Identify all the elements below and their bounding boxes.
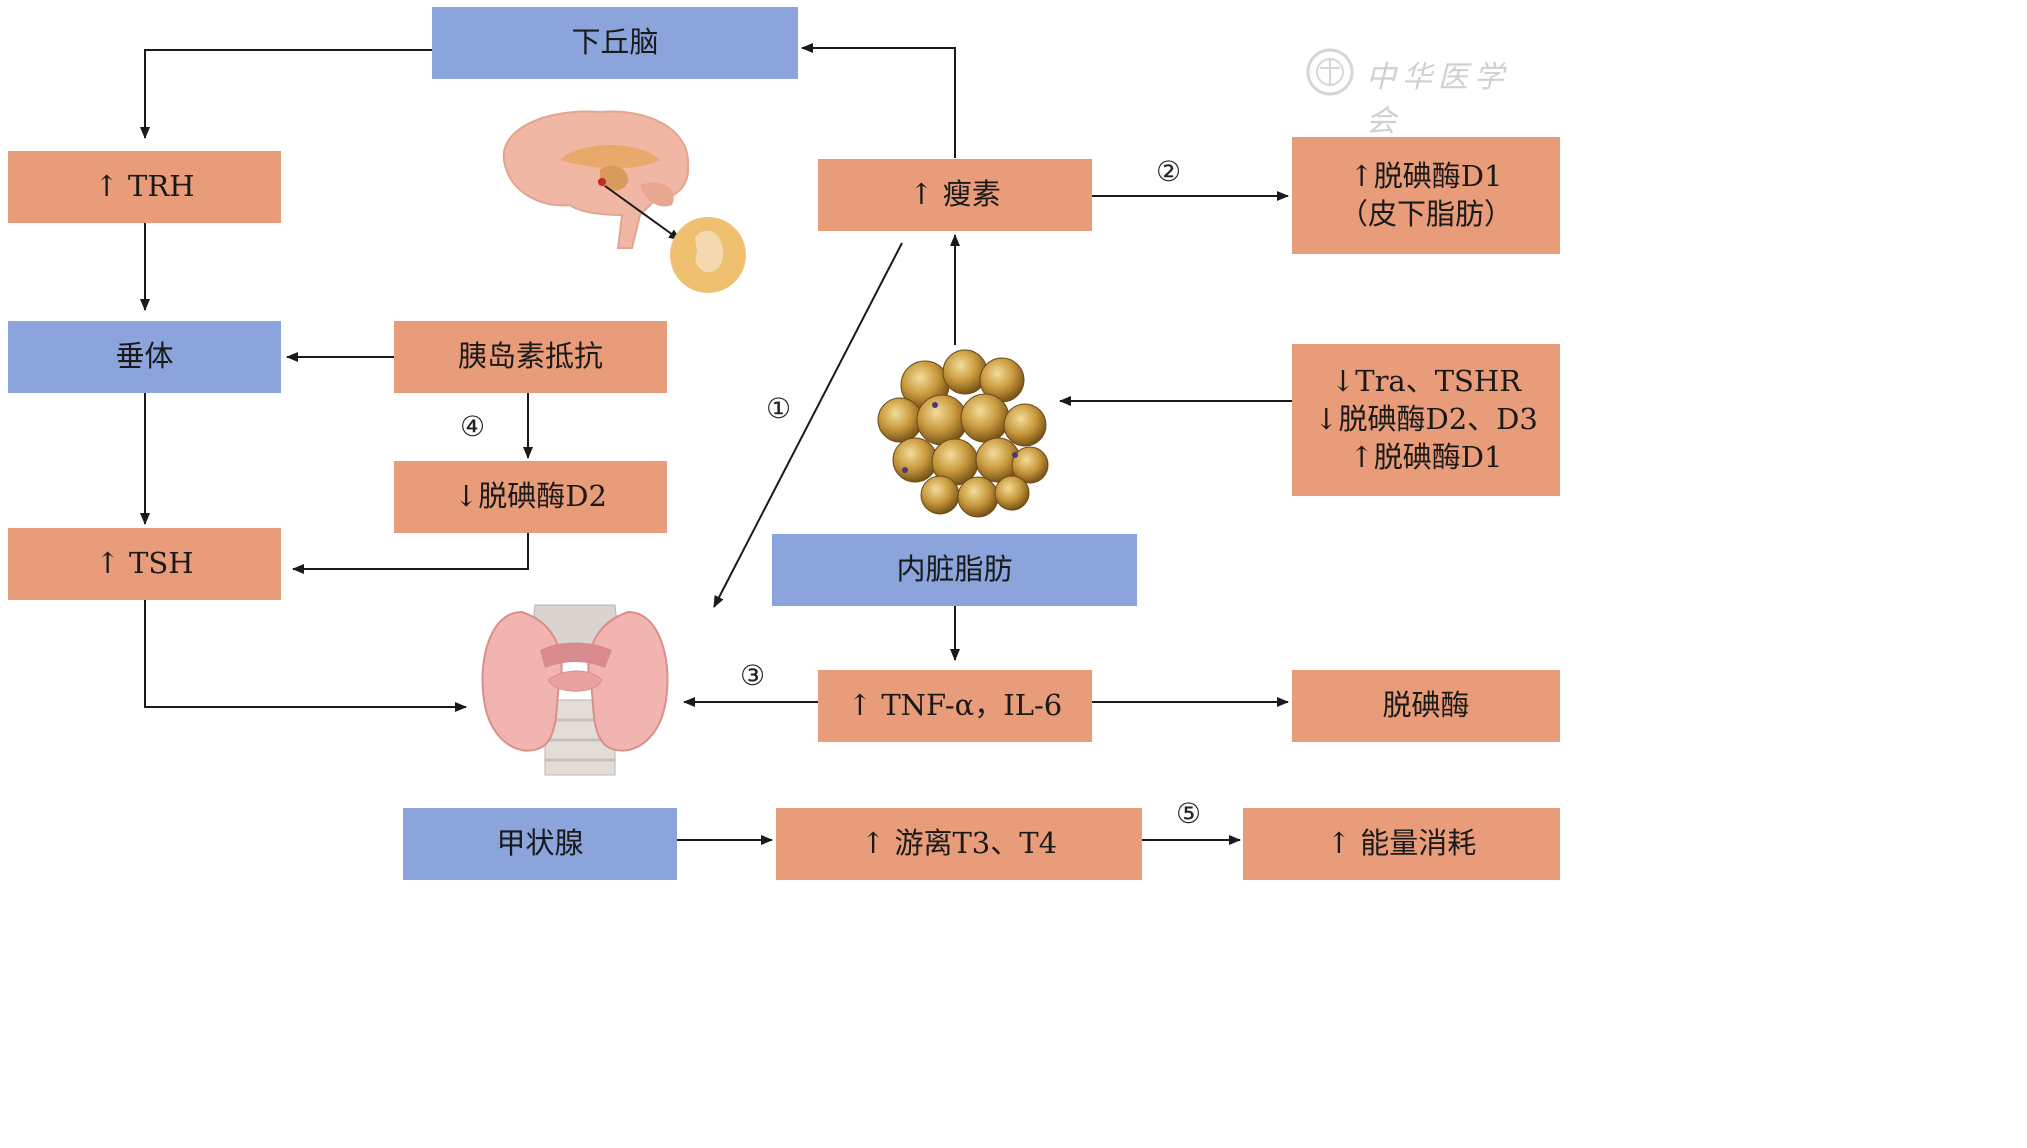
hypothalamus-box: 下丘脑 [432,7,798,79]
deiodinase-d1-subcutaneous-box: ↑脱碘酶D1 （皮下脂肪） [1292,137,1560,254]
step-number-3: ③ [740,659,766,692]
arrow-leptin-to-thyroid [713,242,903,608]
deiodinase-d2-down-box: ↓脱碘酶D2 [394,461,667,533]
step-number-2: ② [1156,155,1182,188]
step-number-5: ⑤ [1176,797,1202,830]
free-t3-t4-box: ↑ 游离T3、T4 [776,808,1142,880]
arrow-d2-to-tsh [292,533,529,574]
pituitary-box: 垂体 [8,321,281,393]
watermark-emblem-icon [1306,48,1354,96]
trh-box: ↑ TRH [8,151,281,223]
watermark-logo: 中华医学会 [1302,46,1532,139]
insulin-resistance-box: 胰岛素抵抗 [394,321,667,393]
diagram-canvas: 中华医学会 下丘脑 ↑ TRH 垂体 ↑ TSH 胰岛素抵抗 ↓脱碘酶D2 ↑ … [8,7,1560,880]
watermark-text: 中华医学会 [1366,60,1510,139]
brain-illustration [502,110,746,293]
leptin-box: ↑ 瘦素 [818,159,1092,231]
deiodinase-box: 脱碘酶 [1292,670,1560,742]
arrow-leptin-to-hypothalamus [801,43,956,158]
step-number-1: ① [766,392,792,425]
energy-expenditure-box: ↑ 能量消耗 [1243,808,1560,880]
tsh-box: ↑ TSH [8,528,281,600]
connector-layer [140,43,1292,845]
step-number-4: ④ [460,410,486,443]
adipocyte-changes-box: ↓Tra、TSHR ↓脱碘酶D2、D3 ↑脱碘酶D1 [1292,344,1560,496]
tnf-il6-box: ↑ TNF-α，IL-6 [818,670,1092,742]
fat-cell-cluster-illustration [877,349,1049,518]
thyroid-box: 甲状腺 [403,808,677,880]
thyroid-illustration [481,604,669,776]
arrow-hypothalamus-to-trh [140,49,432,139]
visceral-fat-box: 内脏脂肪 [772,534,1137,606]
arrow-tsh-to-thyroid [144,600,467,712]
